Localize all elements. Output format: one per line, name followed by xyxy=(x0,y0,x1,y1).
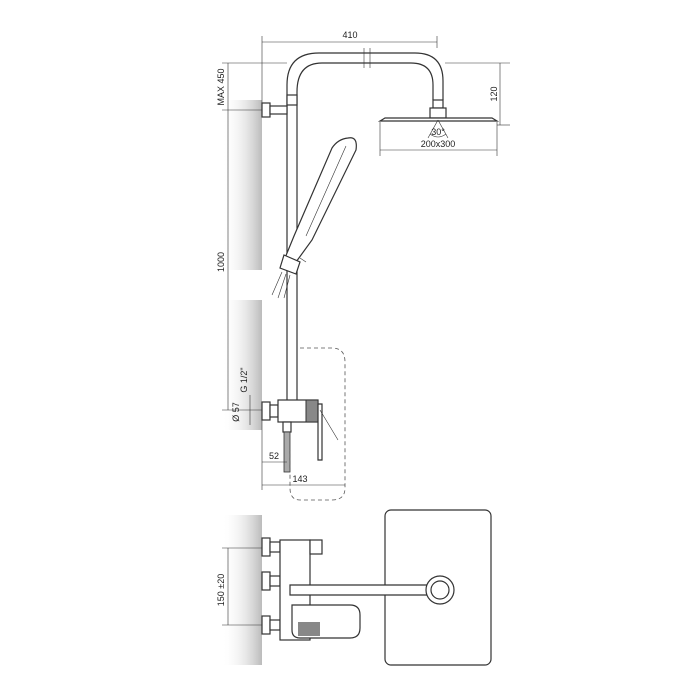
mixer-valve xyxy=(261,399,339,473)
wall-shadow-top xyxy=(222,100,262,270)
wall-shadow-valve xyxy=(222,300,262,430)
dim-143: 143 xyxy=(292,474,307,484)
dim-30-degrees: 30° xyxy=(431,127,445,137)
dim-410: 410 xyxy=(342,30,357,40)
wall-bracket-top xyxy=(261,102,288,118)
bottom-view xyxy=(261,509,492,666)
dim-150-20: 150 ±20 xyxy=(216,574,226,606)
hand-shower xyxy=(271,137,357,299)
wall-shadow-bottom xyxy=(222,515,262,665)
dim-1000: 1000 xyxy=(216,252,226,272)
dim-200x300: 200x300 xyxy=(421,139,456,149)
overhead-shower-head xyxy=(377,99,500,139)
dim-diameter-57: Ø 57 xyxy=(231,402,241,422)
dimension-lines xyxy=(222,36,510,626)
dim-120: 120 xyxy=(489,86,499,101)
shower-rail xyxy=(286,48,444,400)
dim-g-half-inch: G 1/2" xyxy=(239,367,249,392)
clearance-outline xyxy=(289,347,346,501)
dim-52: 52 xyxy=(269,451,279,461)
dim-max-450: MAX 450 xyxy=(216,68,226,105)
